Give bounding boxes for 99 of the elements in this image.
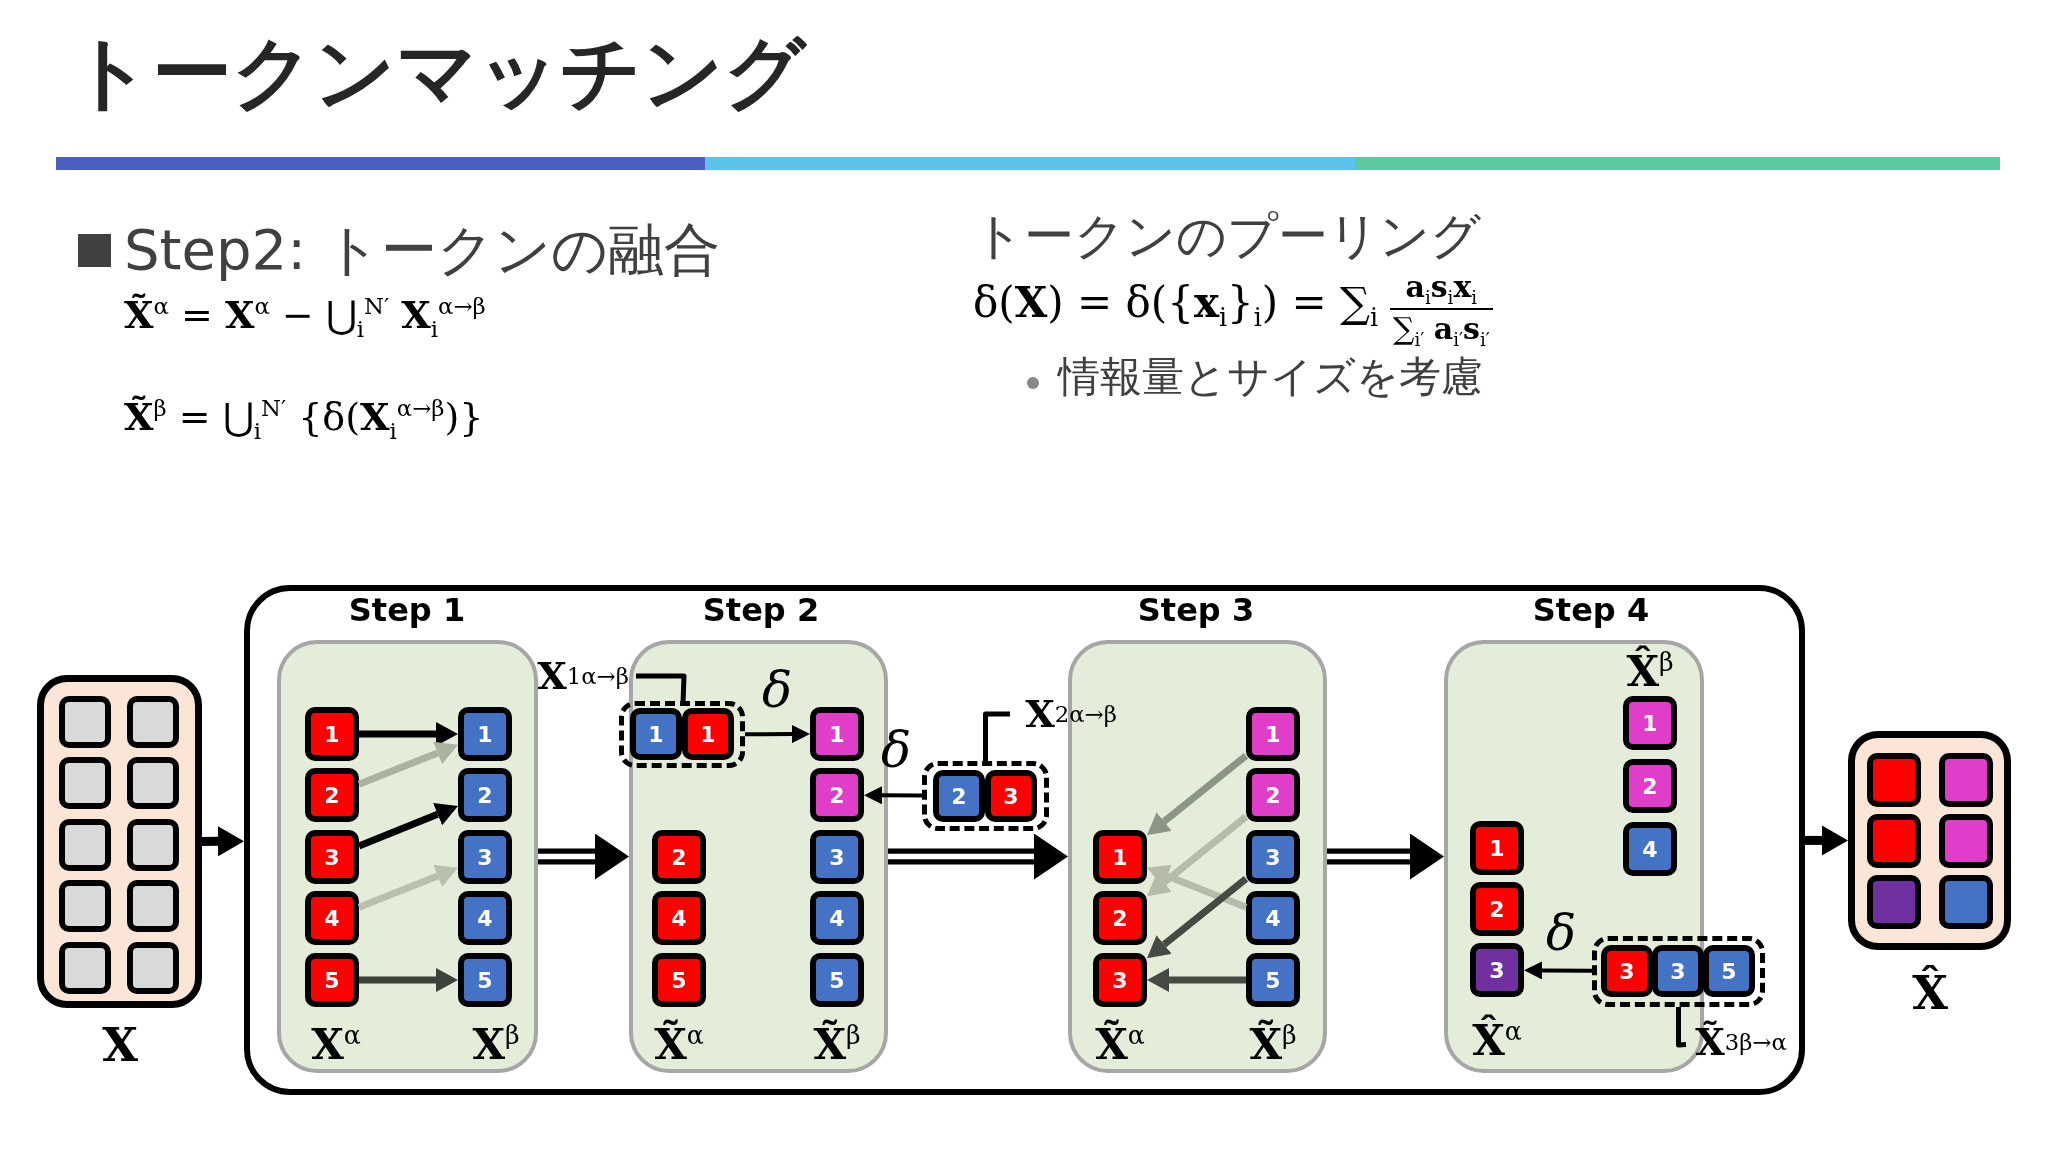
dashed-group bbox=[922, 761, 1049, 831]
math-label: X̃$^{α}$ bbox=[654, 1021, 704, 1069]
token-tile bbox=[1939, 875, 1993, 929]
fraction-numerator: a$_{i}$s$_{i}$x$_{i}$ bbox=[1405, 270, 1478, 303]
formula: δ(X) = δ({x$_{i}$}$_{i}$) = ∑$_{i}$ bbox=[973, 280, 1379, 327]
subtitle: トークンのプーリング bbox=[973, 206, 1481, 266]
token-tile: 3 bbox=[458, 830, 512, 884]
math-label: X̃$^{β}$ bbox=[1249, 1021, 1297, 1069]
formula: X̃$^{β}$ = ⋃$_{i}$$^{N′}$ {δ(X$_{i}$$^{α→β}$)} bbox=[124, 396, 484, 439]
token-tile: 4 bbox=[1623, 822, 1677, 876]
arrow bbox=[1146, 875, 1249, 959]
token-tile: 2 bbox=[810, 768, 864, 822]
token-tile: 2 bbox=[305, 768, 359, 822]
arrow bbox=[1146, 752, 1249, 836]
arrow bbox=[1147, 968, 1246, 992]
page-title: トークンマッチング bbox=[70, 25, 806, 121]
token-tile: 2 bbox=[652, 830, 706, 884]
arrow bbox=[359, 968, 458, 992]
leader-line bbox=[1676, 1007, 1687, 1048]
dashed-group bbox=[619, 701, 745, 768]
token-tile bbox=[1939, 814, 1993, 868]
token-tile: 1 bbox=[810, 707, 864, 761]
token-tile: 1 bbox=[1470, 821, 1524, 875]
token-tile: 2 bbox=[1246, 768, 1300, 822]
arrow bbox=[357, 803, 458, 850]
token-tile: 2 bbox=[1623, 759, 1677, 813]
arrow bbox=[745, 725, 810, 744]
token-tile bbox=[127, 696, 179, 748]
token-tile: 3 bbox=[1601, 945, 1653, 997]
token-tile: 1 bbox=[1093, 830, 1147, 884]
step-heading: Step 3 bbox=[1137, 591, 1255, 629]
outer-frame bbox=[244, 585, 1805, 1095]
token-tile: 4 bbox=[1246, 891, 1300, 945]
edge-label: δ bbox=[761, 661, 793, 719]
token-tile: 5 bbox=[1703, 945, 1755, 997]
token-tile: 3 bbox=[1652, 945, 1704, 997]
leader-line bbox=[636, 673, 687, 702]
token-tile: 5 bbox=[652, 953, 706, 1007]
step-heading: Step 1 bbox=[348, 591, 466, 629]
token-tile: 2 bbox=[458, 768, 512, 822]
token-tile: 3 bbox=[810, 830, 864, 884]
arrow bbox=[1146, 864, 1248, 911]
token-tile: 5 bbox=[810, 953, 864, 1007]
token-tile bbox=[1867, 753, 1921, 807]
token-tile: 4 bbox=[458, 891, 512, 945]
fraction-denominator: ∑$_{i′}$ a$_{i′}$s$_{i′}$ bbox=[1393, 312, 1490, 345]
math-label: X$^{β}$ bbox=[472, 1021, 520, 1069]
arrow bbox=[357, 741, 459, 788]
math-label: X̃$^{α}$ bbox=[1095, 1021, 1145, 1069]
arrow bbox=[1524, 961, 1592, 980]
token-tile: 5 bbox=[305, 953, 359, 1007]
token-tile: 5 bbox=[1246, 953, 1300, 1007]
token-tile: 1 bbox=[1246, 707, 1300, 761]
token-tile: 4 bbox=[652, 891, 706, 945]
arrow bbox=[1146, 813, 1249, 897]
step-heading: Step 4 bbox=[1532, 591, 1650, 629]
token-tile: 1 bbox=[630, 708, 682, 760]
token-tile: 1 bbox=[305, 707, 359, 761]
token-tile bbox=[127, 880, 179, 932]
token-tile: 5 bbox=[458, 953, 512, 1007]
arrow bbox=[357, 864, 459, 911]
token-tile bbox=[59, 942, 111, 994]
token-tile: 1 bbox=[1623, 696, 1677, 750]
edge-label: δ bbox=[880, 721, 912, 779]
token-tile: 3 bbox=[305, 830, 359, 884]
token-tile: 2 bbox=[1470, 882, 1524, 936]
bullet-text: 情報量とサイズを考慮 bbox=[1058, 352, 1483, 403]
token-tile: 1 bbox=[458, 707, 512, 761]
token-tile: 4 bbox=[305, 891, 359, 945]
token-tile: 2 bbox=[1093, 891, 1147, 945]
token-tile bbox=[1867, 814, 1921, 868]
math-label: X bbox=[102, 1019, 138, 1071]
math-label: X$^{α}$ bbox=[311, 1021, 361, 1069]
token-tile: 3 bbox=[1093, 953, 1147, 1007]
token-tile bbox=[59, 819, 111, 871]
math-label: X̂ bbox=[1912, 967, 1948, 1019]
token-tile bbox=[59, 696, 111, 748]
arrow bbox=[201, 826, 244, 857]
token-tile bbox=[1939, 753, 1993, 807]
token-tile bbox=[59, 757, 111, 809]
edge-label: δ bbox=[1545, 904, 1577, 962]
token-tile bbox=[127, 942, 179, 994]
arrow bbox=[864, 786, 922, 805]
token-tile bbox=[127, 757, 179, 809]
token-tile: 1 bbox=[682, 708, 734, 760]
section-heading: Step2: トークンの融合 bbox=[124, 216, 720, 284]
token-tile: 3 bbox=[985, 770, 1037, 822]
token-tile: 3 bbox=[1470, 943, 1524, 997]
arrow bbox=[1805, 825, 1848, 856]
arrow bbox=[359, 722, 458, 746]
token-tile: 2 bbox=[933, 770, 985, 822]
token-tile bbox=[127, 819, 179, 871]
leader-line bbox=[983, 711, 1010, 761]
token-tile bbox=[59, 880, 111, 932]
step-heading: Step 2 bbox=[702, 591, 820, 629]
token-tile: 4 bbox=[810, 891, 864, 945]
token-tile: 3 bbox=[1246, 830, 1300, 884]
token-tile bbox=[1867, 875, 1921, 929]
math-label: X̃$^{β}$ bbox=[813, 1021, 861, 1069]
